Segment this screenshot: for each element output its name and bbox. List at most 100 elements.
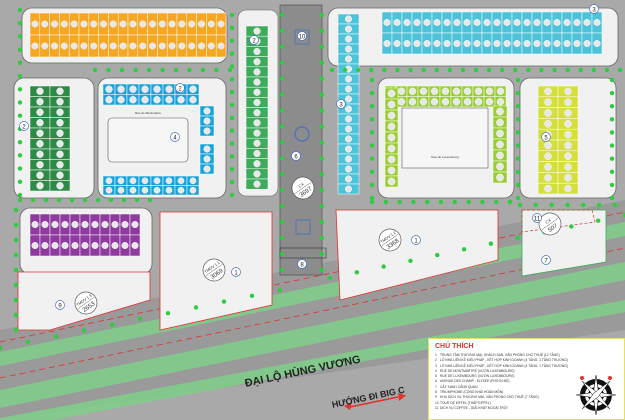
- marker-badge: [297, 259, 307, 269]
- tree-icon: [229, 25, 235, 31]
- tree-icon: [573, 40, 581, 48]
- legend-item-label: LÔ NHÀ LIỀN KỀ KIỂU PHÁP - KẾT HỢP KINH …: [440, 358, 568, 363]
- tree-icon: [17, 47, 23, 52]
- tree-icon: [345, 135, 353, 143]
- plot-code: CX: [297, 181, 305, 188]
- tree-icon: [121, 241, 129, 249]
- tree-icon: [345, 15, 353, 23]
- tree-icon: [153, 186, 161, 194]
- tree-icon: [515, 77, 521, 83]
- tree-icon: [319, 267, 325, 273]
- tree-icon: [109, 42, 117, 50]
- tree-icon: [533, 202, 539, 208]
- plot-seal-divider: [77, 297, 95, 309]
- tree-icon: [397, 87, 406, 95]
- tree-icon: [253, 27, 261, 35]
- tree-icon: [229, 128, 235, 133]
- tree-icon: [149, 20, 156, 28]
- tree-icon: [452, 87, 461, 95]
- garden-luxembourg: [107, 117, 189, 163]
- tree-icon: [17, 192, 23, 198]
- tree-icon: [253, 149, 261, 158]
- tree-icon: [443, 19, 451, 27]
- tree-icon: [105, 186, 113, 194]
- tree-icon: [177, 177, 185, 185]
- tree-icon: [474, 87, 483, 95]
- marker-badge: [532, 213, 542, 223]
- tree-icon: [382, 67, 387, 73]
- tree-icon: [543, 19, 551, 27]
- tree-icon: [131, 220, 139, 228]
- tree-icon: [513, 67, 518, 73]
- tree-icon: [189, 96, 197, 104]
- plot-seal-divider: [381, 234, 399, 246]
- tree-icon: [279, 267, 285, 273]
- tree-icon: [17, 100, 23, 105]
- plot-seal-divider: [541, 218, 559, 230]
- tree-icon: [253, 98, 261, 107]
- tree-icon: [31, 42, 39, 50]
- tree-icon: [319, 12, 325, 18]
- tree-icon: [593, 40, 601, 48]
- tree-icon: [381, 264, 386, 269]
- tree-icon: [207, 42, 215, 50]
- tree-icon: [279, 28, 285, 34]
- tree-icon: [327, 275, 333, 281]
- legend-item-number: 4: [435, 368, 437, 373]
- tree-icon: [106, 67, 111, 73]
- tree-icon: [544, 184, 552, 193]
- tree-icon: [229, 115, 235, 121]
- marker-number: 2: [178, 86, 182, 92]
- tree-icon: [383, 199, 388, 205]
- tree-icon: [253, 78, 261, 86]
- tree-icon: [134, 197, 140, 203]
- tree-icon: [553, 40, 561, 48]
- tree-icon: [36, 98, 44, 106]
- marker-number: 10: [299, 34, 306, 40]
- tree-icon: [153, 85, 161, 93]
- tree-icon: [523, 40, 531, 48]
- tree-icon: [111, 220, 119, 228]
- tree-icon: [279, 140, 285, 145]
- legend-item-label: RUE DE LUXEMBOURG (VƯỜN LUXEMBOURG): [440, 374, 515, 379]
- tree-icon: [36, 108, 44, 116]
- legend-item: 10TOUR DE EIFFEL (THÁP EIFFEL): [435, 401, 570, 406]
- tree-icon: [229, 192, 235, 198]
- tree-icon: [133, 67, 138, 73]
- tree-icon: [544, 174, 552, 182]
- tree-icon: [82, 197, 88, 203]
- plot-seal-divider: [294, 182, 312, 194]
- tree-icon: [158, 42, 166, 50]
- tree-icon: [503, 19, 511, 27]
- tree-icon: [319, 92, 325, 97]
- avenue-champs-elysees: [279, 4, 323, 276]
- tree-icon: [279, 204, 285, 209]
- tree-icon: [229, 154, 235, 159]
- tree-icon: [117, 85, 125, 93]
- tree-icon: [507, 199, 513, 205]
- tree-icon: [80, 20, 88, 28]
- tree-icon: [36, 129, 44, 137]
- tree-icon: [139, 20, 147, 28]
- tree-icon: [173, 67, 179, 73]
- tree-icon: [369, 67, 374, 73]
- tree-icon: [17, 7, 23, 13]
- plot-coffee: [521, 209, 596, 233]
- marker-number: 6: [294, 154, 298, 160]
- tree-icon: [383, 40, 391, 48]
- tree-icon: [229, 51, 235, 56]
- marker-number: 3: [339, 102, 343, 108]
- tree-icon: [387, 177, 396, 186]
- tree-icon: [17, 166, 23, 171]
- tree-icon: [279, 219, 285, 225]
- tree-icon: [463, 19, 471, 27]
- tree-icon: [105, 96, 113, 104]
- legend-item-number: 7: [435, 384, 437, 389]
